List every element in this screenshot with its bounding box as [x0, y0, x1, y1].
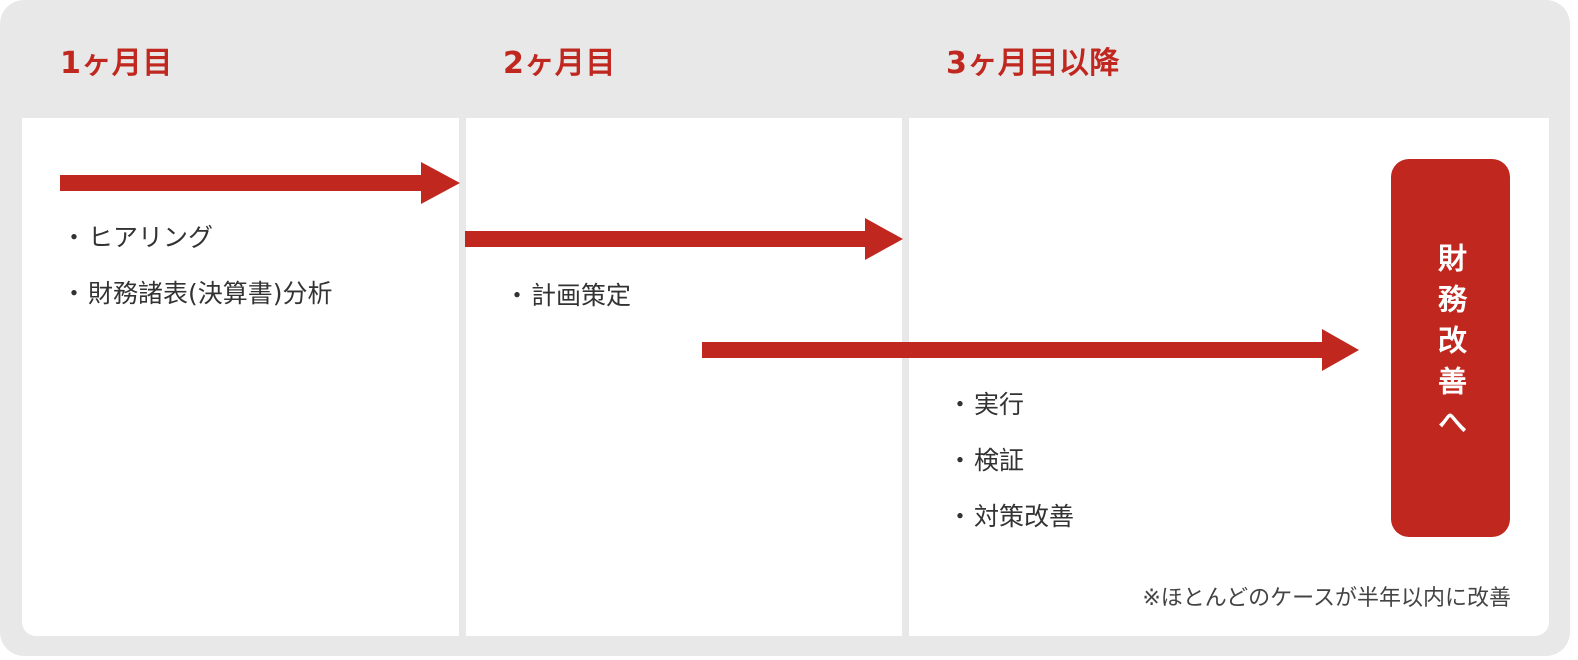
phase-2-arrow: [465, 218, 903, 260]
task-label: 実行: [974, 390, 1025, 419]
goal-text: 財務改善へ: [1433, 243, 1468, 448]
task-item: ・検証: [946, 444, 1024, 478]
bullet-icon: ・: [947, 446, 973, 475]
task-item: ・ヒアリング: [60, 221, 213, 255]
task-item: ・実行: [946, 388, 1024, 422]
task-item: ・計画策定: [503, 279, 631, 313]
bullet-icon: ・: [61, 223, 87, 252]
task-label: 検証: [974, 446, 1025, 475]
phase-1-panel: [22, 118, 459, 636]
phase-2-label: 2ヶ月目: [503, 46, 616, 81]
divider-1: [459, 0, 465, 656]
bullet-icon: ・: [947, 390, 973, 419]
bullet-icon: ・: [504, 281, 530, 310]
phase-3-label: 3ヶ月目以降: [946, 46, 1120, 81]
phase-1-arrow: [60, 162, 460, 204]
task-label: 対策改善: [974, 502, 1075, 531]
goal-box: 財務改善へ: [1391, 159, 1510, 537]
bullet-icon: ・: [61, 279, 87, 308]
phase-2-panel: [466, 118, 902, 636]
divider-2: [902, 0, 908, 656]
footnote: ※ほとんどのケースが半年以内に改善: [1142, 586, 1511, 611]
task-item: ・対策改善: [946, 500, 1074, 534]
bullet-icon: ・: [947, 502, 973, 531]
task-label: 財務諸表(決算書)分析: [88, 279, 333, 308]
phase-3-arrow: [702, 329, 1359, 371]
task-label: ヒアリング: [88, 223, 214, 252]
task-label: 計画策定: [531, 281, 632, 310]
task-item: ・財務諸表(決算書)分析: [60, 277, 333, 311]
phase-1-label: 1ヶ月目: [60, 46, 173, 81]
